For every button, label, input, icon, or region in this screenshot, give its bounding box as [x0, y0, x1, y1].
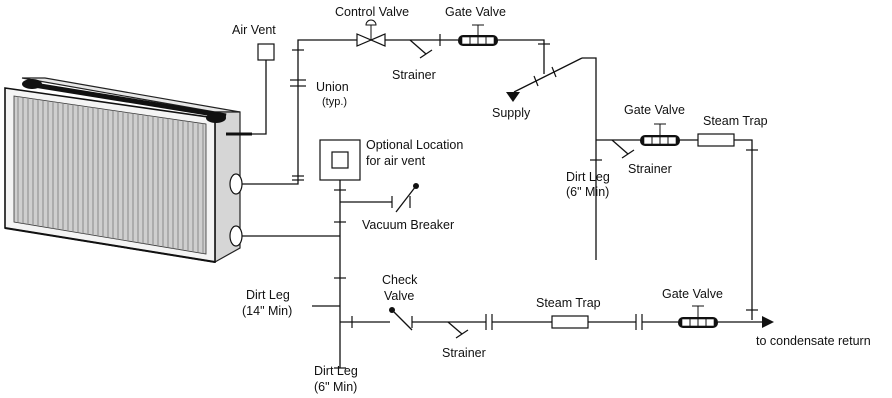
gate-valve-right — [640, 123, 680, 146]
label-strainer-right: Strainer — [628, 162, 672, 176]
return-drop — [242, 139, 419, 369]
label-gate-valve-bottom: Gate Valve — [662, 287, 723, 301]
condensate-return-arrow — [762, 316, 774, 328]
label-dirt-leg-left-2: (14" Min) — [242, 304, 292, 318]
air-vent — [257, 43, 275, 61]
gate-valve-top — [458, 24, 498, 46]
supply-arrow — [506, 92, 520, 102]
label-optional-location-2: for air vent — [366, 154, 426, 168]
label-check-valve-1: Check — [382, 273, 418, 287]
label-air-vent: Air Vent — [232, 23, 276, 37]
label-condensate-return: to condensate return — [756, 334, 871, 348]
steam-trap-bottom — [551, 315, 589, 329]
steam-trap-right — [697, 133, 735, 147]
label-gate-valve-top: Gate Valve — [445, 5, 506, 19]
label-control-valve: Control Valve — [335, 5, 409, 19]
label-dirt-leg-bottom-2: (6" Min) — [314, 380, 357, 394]
label-union-typ: (typ.) — [322, 96, 347, 108]
label-dirt-leg-right-1: Dirt Leg — [566, 170, 610, 184]
label-check-valve-2: Valve — [384, 289, 414, 303]
bottom-return-line — [340, 305, 774, 339]
labels: Air Vent Control Valve Gate Valve Union … — [232, 5, 871, 394]
label-strainer-top: Strainer — [392, 68, 436, 82]
supply-line — [242, 19, 597, 260]
right-return-branch — [590, 123, 758, 320]
label-steam-trap-right: Steam Trap — [703, 114, 768, 128]
label-dirt-leg-left-1: Dirt Leg — [246, 288, 290, 302]
label-gate-valve-right: Gate Valve — [624, 103, 685, 117]
air-vent-assembly — [252, 43, 275, 135]
label-dirt-leg-right-2: (6" Min) — [566, 185, 609, 199]
label-optional-location-1: Optional Location — [366, 138, 463, 152]
label-strainer-bottom: Strainer — [442, 346, 486, 360]
label-steam-trap-bottom: Steam Trap — [536, 296, 601, 310]
control-valve — [356, 19, 386, 47]
check-valve — [389, 307, 413, 331]
label-union: Union — [316, 80, 349, 94]
label-dirt-leg-bottom-1: Dirt Leg — [314, 364, 358, 378]
label-supply: Supply — [492, 106, 531, 120]
steam-coil — [4, 77, 252, 264]
gate-valve-bottom — [678, 305, 718, 328]
label-vacuum-breaker: Vacuum Breaker — [362, 218, 454, 232]
vacuum-breaker — [340, 183, 419, 213]
coil-fins — [17, 96, 204, 254]
